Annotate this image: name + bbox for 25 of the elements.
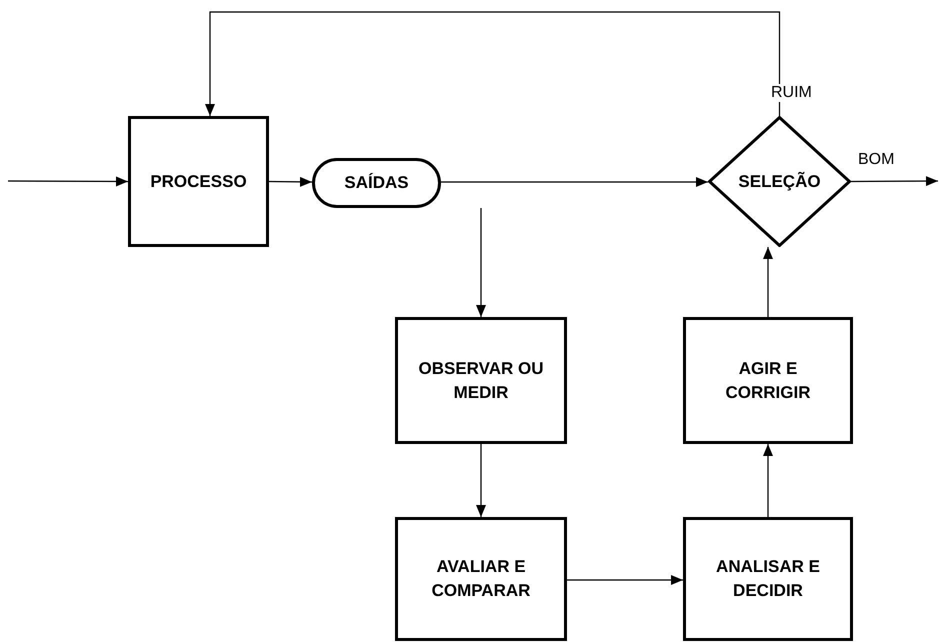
process-box	[683, 317, 853, 444]
arrow	[763, 444, 773, 517]
arrow	[476, 444, 486, 517]
arrow	[269, 176, 312, 187]
arrow	[851, 176, 938, 186]
decision-diamond	[708, 116, 851, 247]
node-label: SAÍDAS	[344, 172, 409, 194]
node-label: PROCESSO	[150, 170, 247, 192]
arrow	[763, 247, 773, 317]
node-label: ANALISAR E DECIDIR	[715, 556, 821, 602]
arrow	[8, 176, 128, 186]
edge-label: RUIM	[770, 84, 813, 102]
node-label: OBSERVAR OU MEDIR	[417, 358, 544, 404]
process-box	[395, 517, 567, 641]
arrow	[567, 575, 683, 585]
arrow	[441, 177, 708, 187]
process-box	[128, 116, 269, 247]
node-label: SELEÇÃO	[738, 170, 821, 192]
process-box	[395, 317, 567, 444]
arrow	[205, 11, 780, 116]
process-box	[683, 517, 853, 641]
node-label: AVALIAR E COMPARAR	[430, 556, 532, 602]
arrow	[476, 208, 486, 317]
node-label: AGIR E CORRIGIR	[724, 358, 812, 404]
terminal-shape	[312, 158, 441, 208]
